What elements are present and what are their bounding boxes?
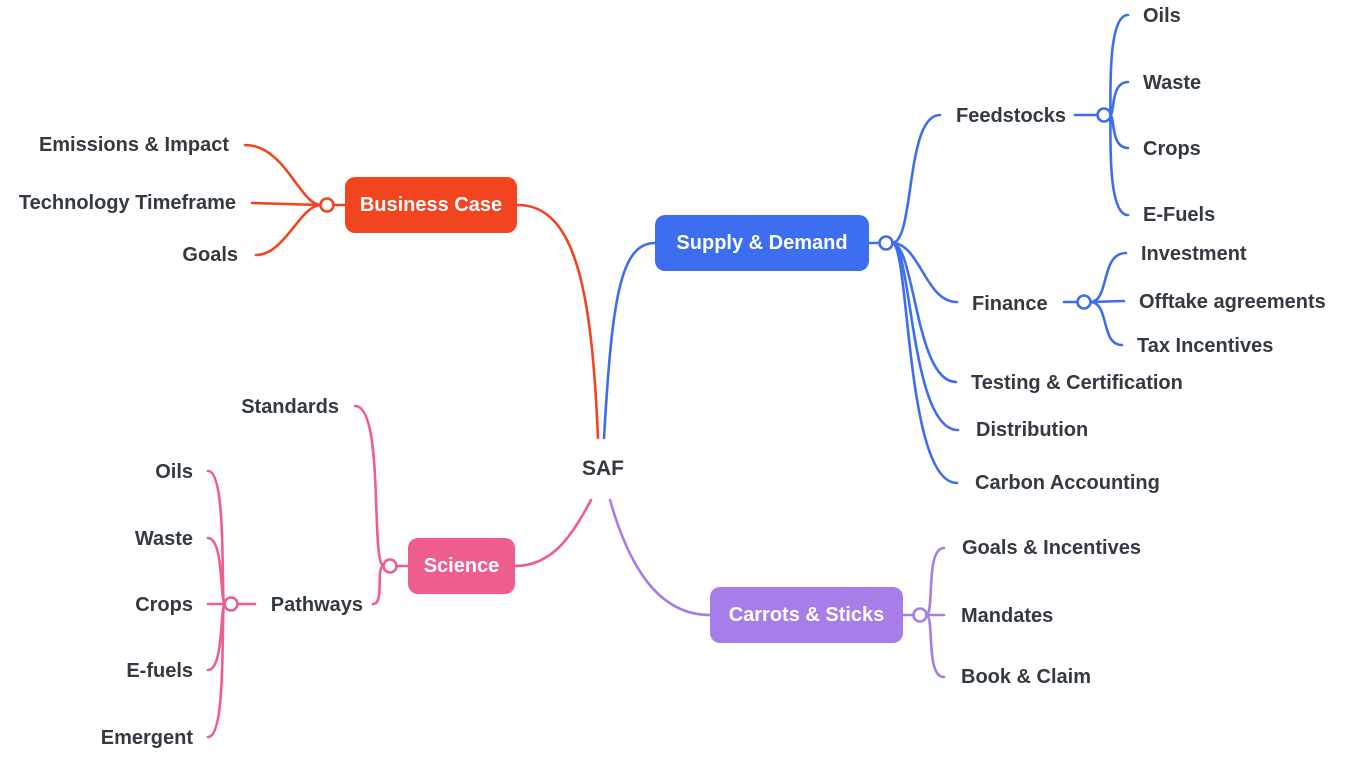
node-testing-certification[interactable]: Testing & Certification — [971, 372, 1183, 394]
supply-branches — [867, 13, 1130, 485]
connector-root-carrots — [608, 498, 712, 617]
node-distribution[interactable]: Distribution — [976, 419, 1089, 441]
node-goals-incentives[interactable]: Goals & Incentives — [962, 537, 1141, 559]
science-branches — [206, 404, 410, 739]
connector-root-science — [513, 498, 593, 568]
node-tax-incentives[interactable]: Tax Incentives — [1137, 335, 1274, 357]
node-pathways[interactable]: Pathways — [270, 594, 363, 616]
node-finance[interactable]: Finance — [972, 293, 1048, 315]
node-pathway-waste[interactable]: Waste — [134, 528, 193, 550]
node-technology-timeframe[interactable]: Technology Timeframe — [18, 192, 236, 214]
node-science[interactable]: Science — [408, 538, 515, 594]
connector-root-supply — [602, 241, 657, 440]
node-goals[interactable]: Goals — [182, 244, 238, 266]
node-pathway-oils[interactable]: Oils — [155, 461, 193, 483]
node-feedstock-waste[interactable]: Waste — [1143, 72, 1202, 94]
node-supply-demand[interactable]: Supply & Demand — [655, 215, 869, 271]
node-investment[interactable]: Investment — [1141, 243, 1247, 265]
root-node-saf[interactable]: SAF — [582, 457, 624, 480]
node-business-case[interactable]: Business Case — [345, 177, 517, 233]
node-feedstocks[interactable]: Feedstocks — [956, 105, 1067, 127]
node-pathway-crops[interactable]: Crops — [135, 594, 193, 616]
node-emissions-impact[interactable]: Emissions & Impact — [38, 134, 229, 156]
connector-root-business — [516, 203, 600, 440]
node-pathway-emergent[interactable]: Emergent — [100, 727, 193, 749]
node-feedstock-efuels[interactable]: E-Fuels — [1143, 204, 1216, 226]
node-pathway-efuels[interactable]: E-fuels — [126, 660, 193, 682]
node-book-claim[interactable]: Book & Claim — [961, 666, 1092, 688]
node-feedstock-crops[interactable]: Crops — [1143, 138, 1201, 160]
business-branches — [243, 143, 347, 257]
node-standards[interactable]: Standards — [241, 396, 339, 418]
node-offtake-agreements[interactable]: Offtake agreements — [1139, 291, 1326, 313]
node-feedstock-oils[interactable]: Oils — [1143, 5, 1181, 27]
node-carrots-sticks[interactable]: Carrots & Sticks — [710, 587, 903, 643]
node-mandates[interactable]: Mandates — [961, 605, 1054, 627]
node-carbon-accounting[interactable]: Carbon Accounting — [975, 472, 1160, 494]
carrots-branches — [901, 546, 946, 679]
